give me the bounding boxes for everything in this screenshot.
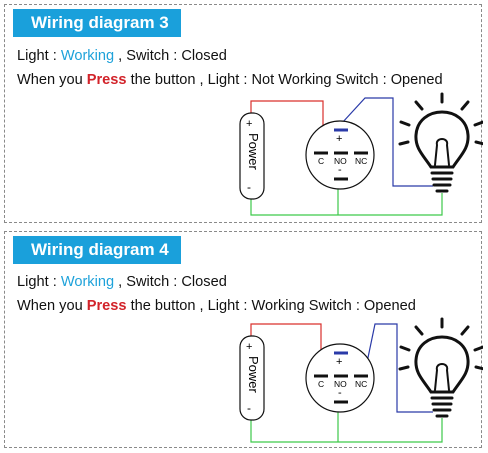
nc-terminal: NC <box>355 379 367 389</box>
battery-icon: + - Power <box>239 335 265 421</box>
battery-plus: + <box>246 341 252 353</box>
light-bulb-icon <box>398 92 483 193</box>
switch-plus: + <box>336 133 342 145</box>
green-wire <box>250 418 443 443</box>
light-label: Light : <box>17 48 61 64</box>
push-button-switch-icon: + C NO NC - <box>305 120 375 190</box>
switch-state: , Switch : Closed <box>114 48 227 64</box>
press-prefix: When you <box>17 72 87 88</box>
switch-plus: + <box>336 356 342 368</box>
wiring-diagram-3-panel: Wiring diagram 3 Light : Working , Switc… <box>4 4 483 223</box>
working-state: Working <box>60 48 115 64</box>
press-word: Press <box>86 72 127 88</box>
light-bulb-icon <box>398 317 483 418</box>
press-line: When you Press the button , Light : Work… <box>17 298 416 314</box>
push-button-switch-icon: + C NO NC - <box>305 343 375 413</box>
red-wire <box>250 323 322 372</box>
status-line: Light : Working , Switch : Closed <box>17 48 227 64</box>
no-terminal: NO <box>334 156 347 166</box>
switch-state: , Switch : Closed <box>114 274 227 290</box>
working-state: Working <box>60 274 115 290</box>
press-result: the button , Light : Not Working Switch … <box>126 72 443 88</box>
no-terminal: NO <box>334 379 347 389</box>
battery-label: Power <box>246 356 261 394</box>
battery-icon: + - Power <box>239 112 265 200</box>
panel-title: Wiring diagram 3 <box>13 9 181 37</box>
wiring-diagram-4-panel: Wiring diagram 4 Light : Working , Switc… <box>4 231 483 448</box>
status-line: Light : Working , Switch : Closed <box>17 274 227 290</box>
light-label: Light : <box>17 274 61 290</box>
battery-plus: + <box>246 118 252 130</box>
battery-label: Power <box>246 133 261 171</box>
blue-wire <box>364 323 433 413</box>
c-terminal: C <box>318 379 324 389</box>
nc-terminal: NC <box>355 156 367 166</box>
c-terminal: C <box>318 156 324 166</box>
circuit-diagram: + - Power + C NO NC - <box>239 317 483 443</box>
battery-minus: - <box>247 401 251 415</box>
switch-minus: - <box>338 164 342 176</box>
press-prefix: When you <box>17 298 87 314</box>
press-line: When you Press the button , Light : Not … <box>17 72 443 88</box>
green-wire <box>250 193 443 216</box>
press-result: the button , Light : Working Switch : Op… <box>126 298 416 314</box>
panel-title: Wiring diagram 4 <box>13 236 181 264</box>
circuit-diagram: + - Power + C NO NC - <box>239 92 483 216</box>
battery-minus: - <box>247 180 251 194</box>
press-word: Press <box>86 298 127 314</box>
switch-minus: - <box>338 387 342 399</box>
blue-wire <box>341 97 433 187</box>
